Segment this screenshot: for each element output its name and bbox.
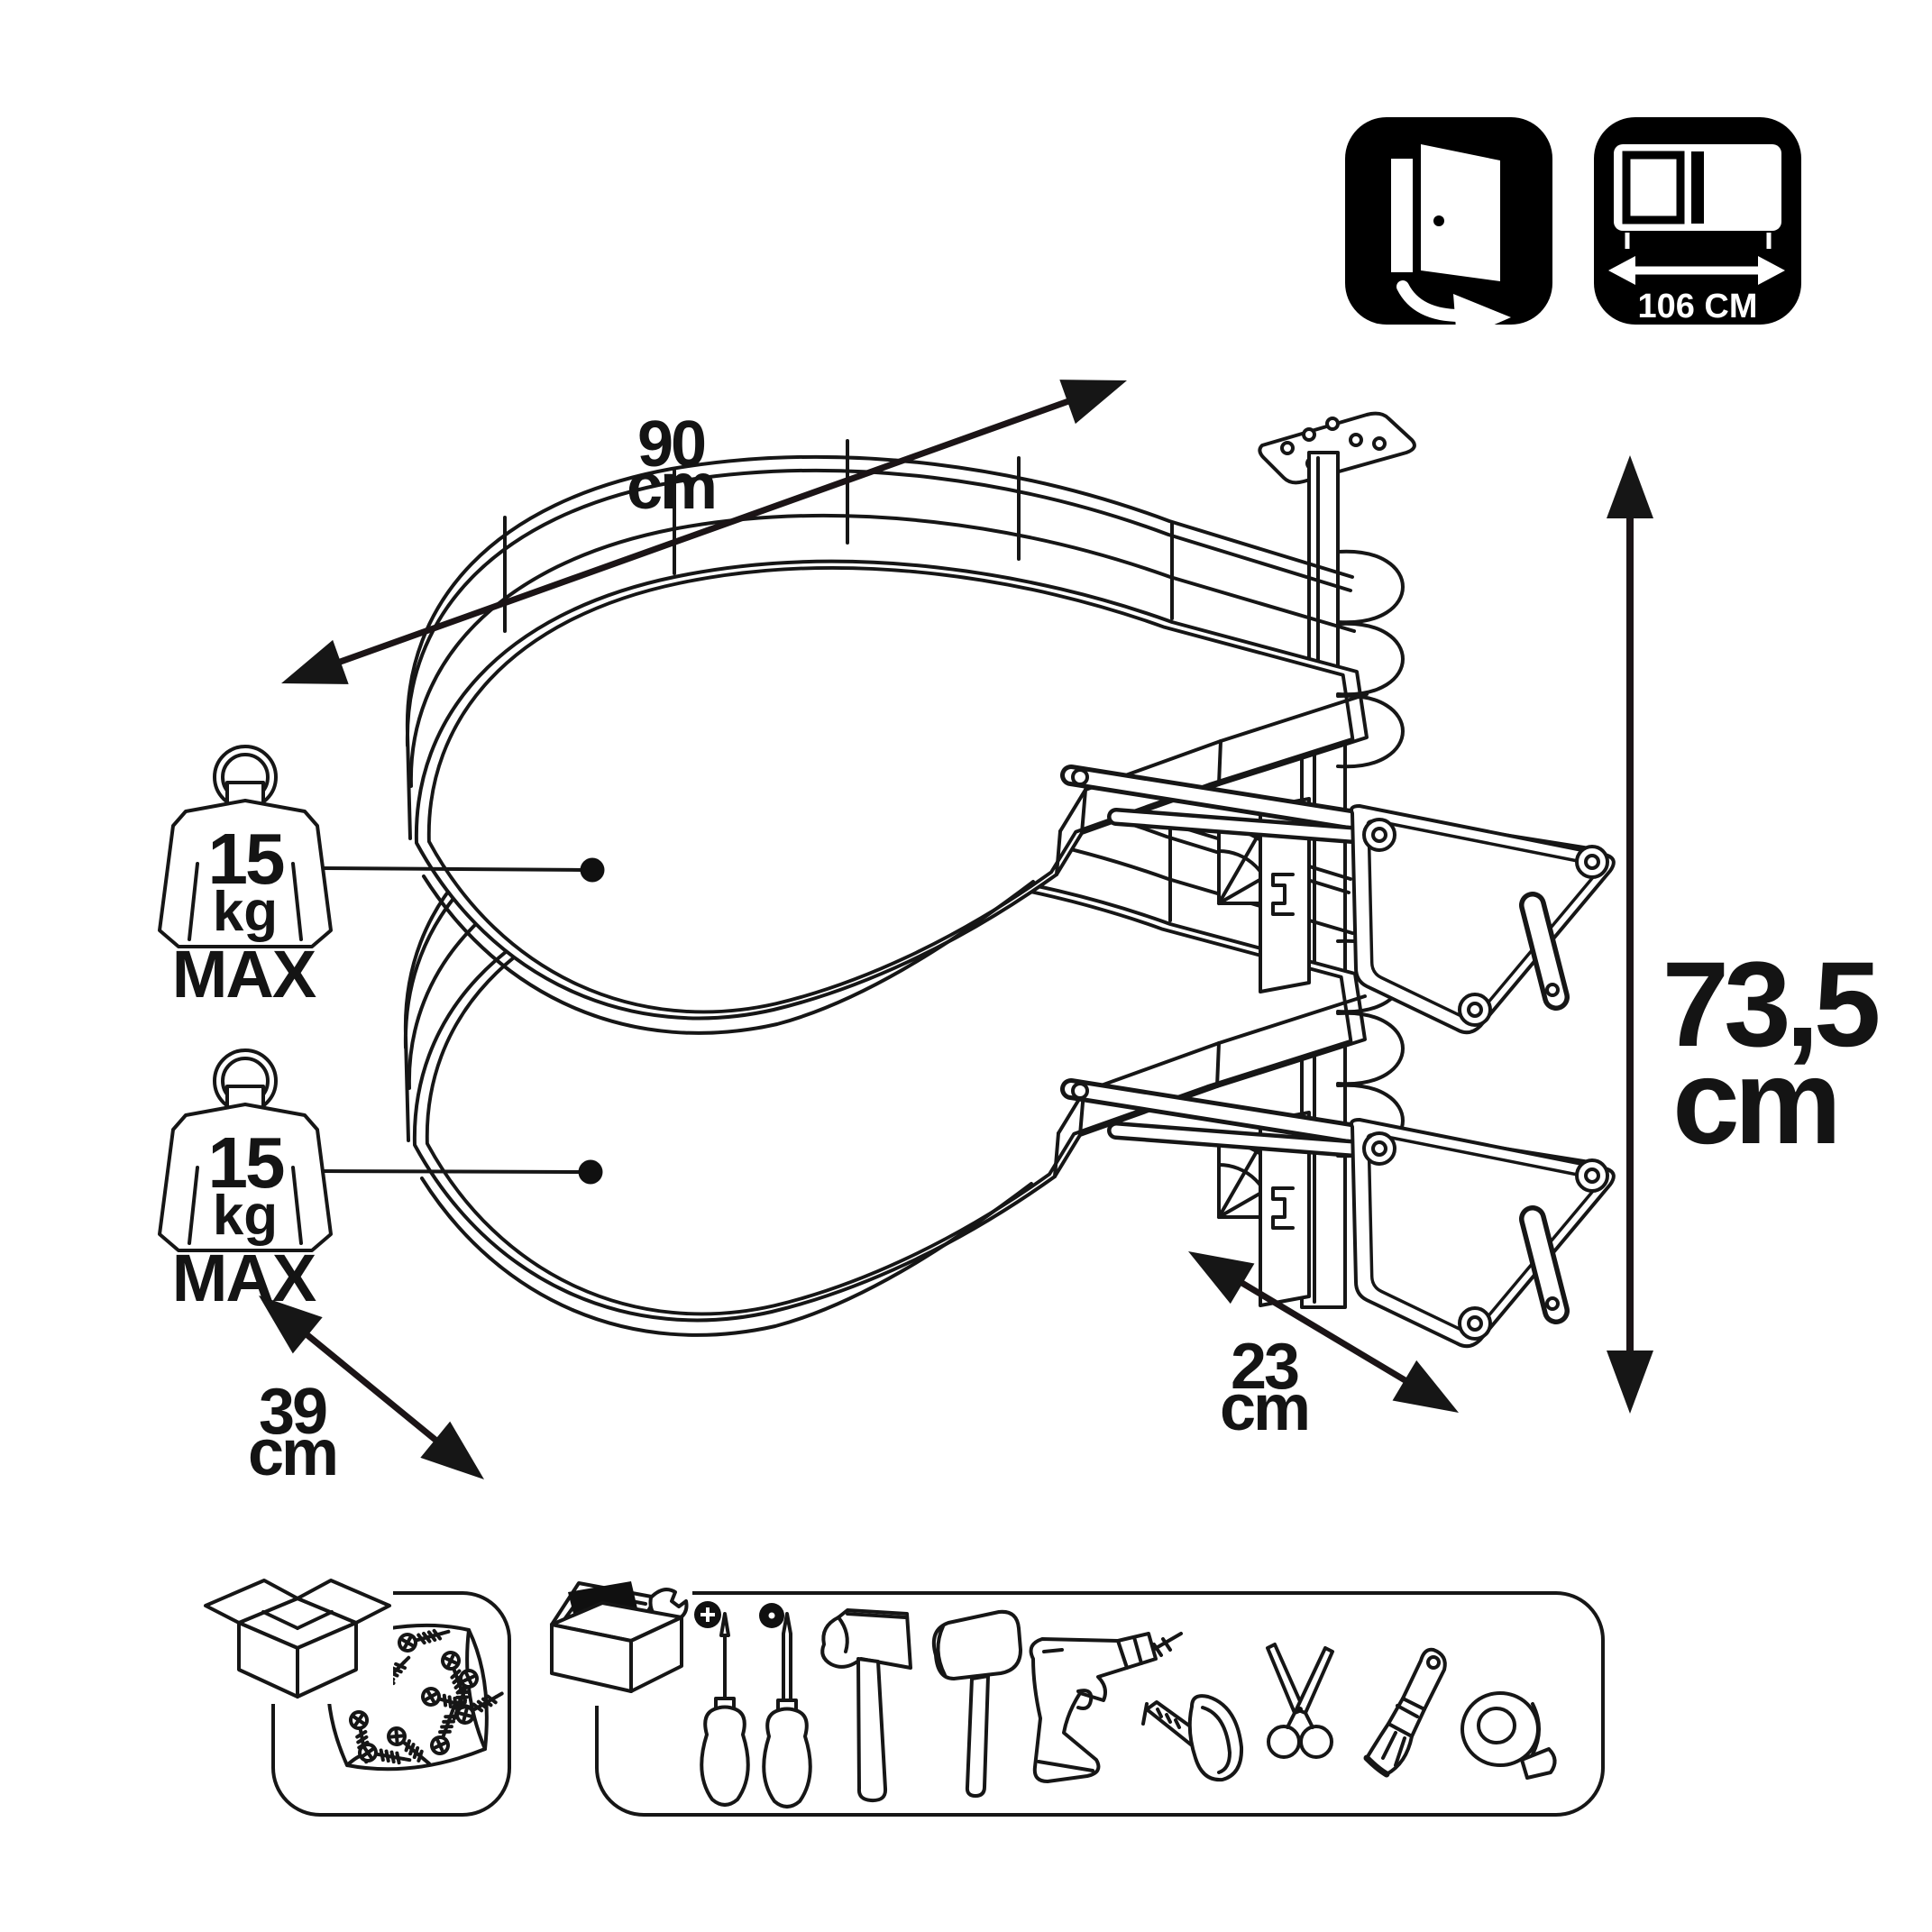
leader-line (319, 866, 584, 872)
phillips-screwdriver-icon (700, 1612, 750, 1807)
max-load-unit: kg (213, 881, 278, 943)
adhesive-tape-icon (1460, 1691, 1557, 1780)
flat-bit-symbol (759, 1603, 784, 1628)
dimension-line (296, 383, 1111, 681)
weight-body (158, 799, 333, 948)
cabinet-min-width-icon (1608, 144, 1785, 285)
phillips-bit-symbol (694, 1601, 721, 1628)
open-door-swing-icon (1391, 144, 1511, 341)
leader-dot (578, 1159, 603, 1185)
cabinet-width-badge: 106 CM (1594, 117, 1801, 325)
max-load-value: 15 (208, 1122, 284, 1203)
dimension-height-value: 73,5 (1662, 938, 1878, 1072)
weight-body (158, 1103, 333, 1252)
dimension-arm-value: 23 (1231, 1331, 1298, 1403)
dimension-width-90: 90 cm (273, 358, 1135, 706)
dimension-depth-unit: cm (248, 1417, 336, 1489)
ceiling-mount-plate (1258, 411, 1416, 485)
product-drawing (403, 411, 1614, 1347)
dimension-width-value: 90 (637, 408, 705, 481)
dimension-line (1201, 1256, 1446, 1407)
scissors-icon (1266, 1643, 1334, 1759)
package-contents-panel (202, 1567, 511, 1817)
flathead-screwdriver-icon (762, 1612, 812, 1808)
max-load-badge-lower: 15 kg MAX (158, 1048, 603, 1315)
dimension-depth-value: 39 (259, 1376, 326, 1448)
dimension-width-unit: cm (627, 451, 715, 523)
max-load-qualifier: MAX (172, 937, 316, 1012)
dimension-depth-39: 39 cm (243, 1277, 499, 1498)
max-load-badge-upper: 15 kg MAX (158, 745, 605, 1012)
cordless-drill-icon (1029, 1632, 1183, 1783)
leader-dot (580, 857, 605, 883)
tape-measure-icon (1141, 1694, 1244, 1782)
dimension-arm-23: 23 cm (1176, 1231, 1471, 1444)
paint-brush-icon (1363, 1647, 1447, 1778)
door-swing-badge (1345, 117, 1552, 341)
max-load-unit: kg (213, 1185, 278, 1247)
max-load-value: 15 (208, 819, 284, 899)
toolbox-icon (537, 1570, 692, 1706)
leader-line (319, 1169, 582, 1174)
rubber-mallet-icon (931, 1609, 1022, 1798)
open-box-icon (202, 1567, 393, 1704)
dimension-arm-unit: cm (1220, 1372, 1308, 1444)
dimension-height-unit: cm (1672, 1035, 1836, 1169)
dimension-height-735: 73,5 cm (1607, 455, 1883, 1414)
cabinet-width-label: 106 CM (1637, 288, 1757, 325)
claw-hammer-icon (820, 1608, 912, 1803)
max-load-qualifier: MAX (172, 1241, 316, 1315)
tools-panel (537, 1570, 1605, 1817)
